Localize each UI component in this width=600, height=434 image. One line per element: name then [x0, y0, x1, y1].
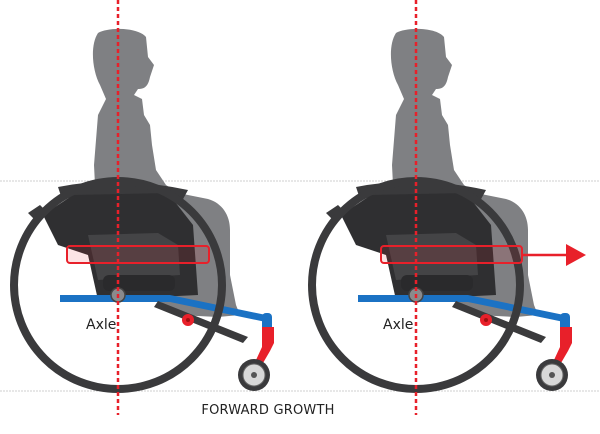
chair-after [312, 29, 586, 391]
axle-label-after: Axle [383, 317, 414, 333]
chair-before [14, 29, 274, 391]
axle-label-before: Axle [86, 317, 117, 333]
cg-box [380, 245, 523, 264]
cg-box [66, 245, 210, 264]
diagram-caption: FORWARD GROWTH [201, 403, 335, 418]
right-arrow-icon [566, 244, 586, 266]
